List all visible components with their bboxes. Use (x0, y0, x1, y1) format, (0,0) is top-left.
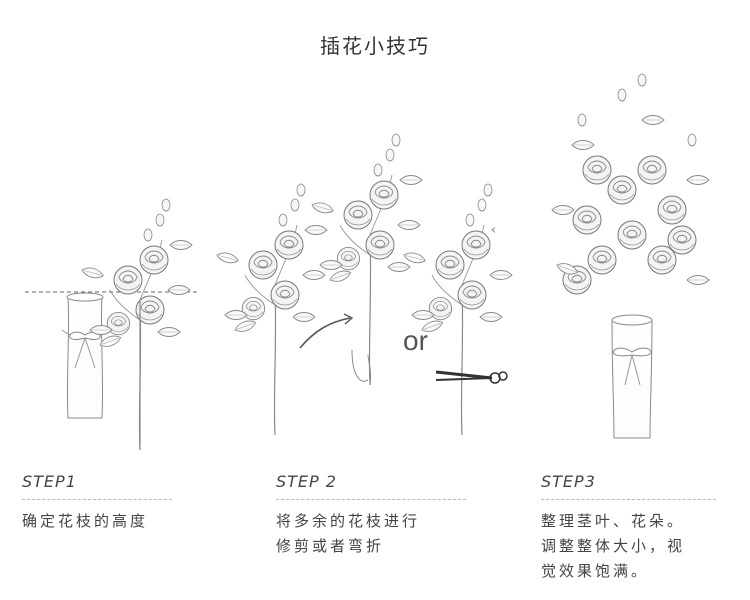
step3-line: 整理茎叶、花朵。 (541, 512, 686, 530)
step3-illustration (551, 73, 710, 439)
step1-divider (22, 499, 172, 500)
step3-label: STEP3 (541, 472, 596, 491)
step3-line: 觉效果饱满。 (541, 562, 650, 580)
step2-illustration (216, 134, 515, 435)
step1-illustration (25, 199, 200, 450)
step3-line: 调整整体大小，视 (541, 537, 686, 555)
step2-description: 将多余的花枝进行 修剪或者弯折 (276, 509, 420, 559)
step2-divider (276, 499, 466, 500)
step1-line: 确定花枝的高度 (22, 512, 149, 530)
step3-description: 整理茎叶、花朵。 调整整体大小，视 觉效果饱满。 (541, 509, 685, 584)
step2-line: 将多余的花枝进行 (276, 512, 421, 530)
step2-line: 修剪或者弯折 (276, 537, 385, 555)
step1-description: 确定花枝的高度 (22, 509, 148, 534)
step2-label: STEP 2 (276, 472, 337, 491)
step1-label: STEP1 (22, 472, 77, 491)
or-label: or (403, 325, 428, 356)
page-title: 插花小技巧 (320, 34, 430, 58)
step3-divider (541, 499, 716, 500)
